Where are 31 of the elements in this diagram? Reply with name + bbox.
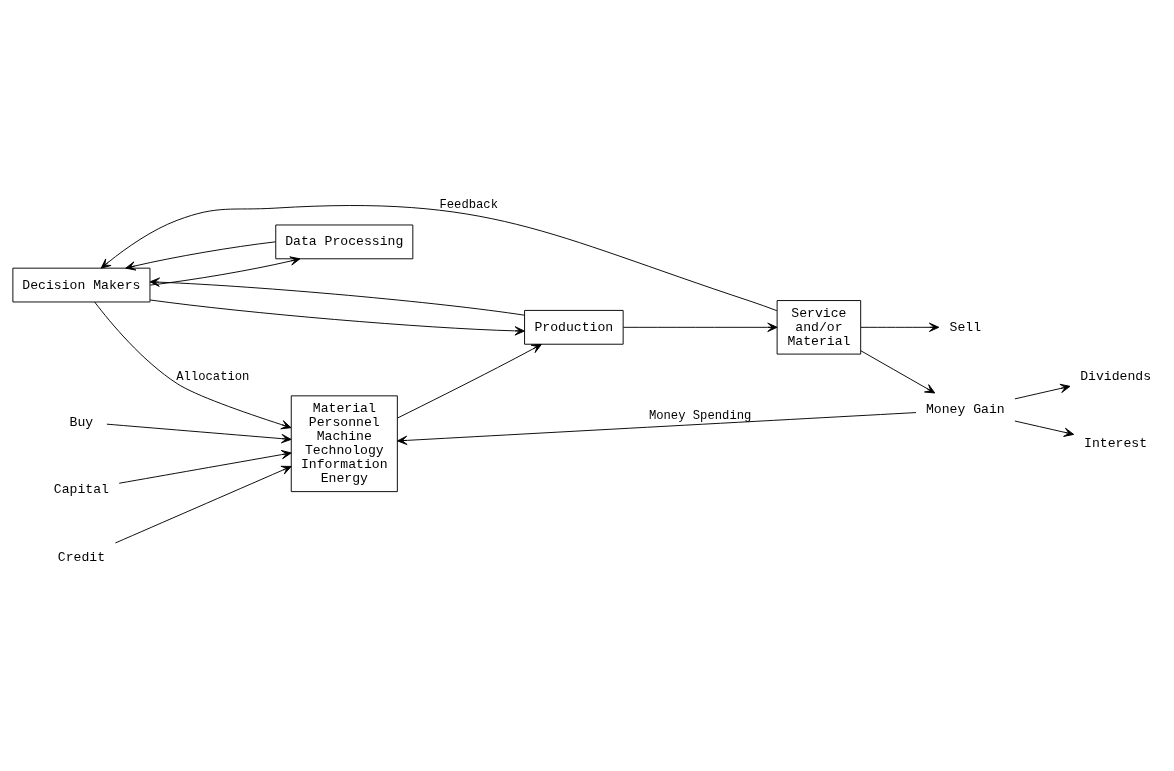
node-text: Capital bbox=[53, 481, 109, 497]
arrow bbox=[94, 301, 292, 429]
node-text: Credit bbox=[57, 549, 106, 565]
edge-label: Feedback bbox=[439, 197, 498, 212]
arrow bbox=[100, 204, 778, 311]
arrow bbox=[1014, 383, 1071, 399]
arrow bbox=[860, 349, 936, 393]
node-box: Production bbox=[524, 309, 624, 345]
arrow bbox=[106, 423, 292, 443]
arrow bbox=[860, 322, 940, 332]
node-box: Service and/or Material bbox=[776, 299, 862, 355]
node-text: Dividends bbox=[1080, 368, 1152, 384]
arrow bbox=[125, 240, 277, 271]
arrow bbox=[397, 411, 917, 445]
node-text: Buy bbox=[69, 414, 94, 430]
node-box: Data Processing bbox=[275, 224, 414, 259]
arrow bbox=[1014, 420, 1075, 437]
arrow bbox=[149, 277, 525, 316]
node-text: Interest bbox=[1084, 435, 1148, 451]
node-text: Money Gain bbox=[925, 401, 1005, 417]
arrow bbox=[622, 322, 778, 332]
arrow bbox=[149, 299, 525, 336]
edge-label: Money Spending bbox=[648, 408, 752, 423]
arrow bbox=[114, 465, 292, 543]
arrow bbox=[397, 343, 542, 418]
node-box: Decision Makers bbox=[12, 267, 151, 302]
node-box: Material Personnel Machine Technology Information Energy bbox=[290, 394, 398, 492]
edge-label: Allocation bbox=[176, 369, 250, 384]
arrow bbox=[118, 449, 292, 484]
node-text: Sell bbox=[949, 319, 982, 335]
arrow bbox=[149, 255, 301, 286]
